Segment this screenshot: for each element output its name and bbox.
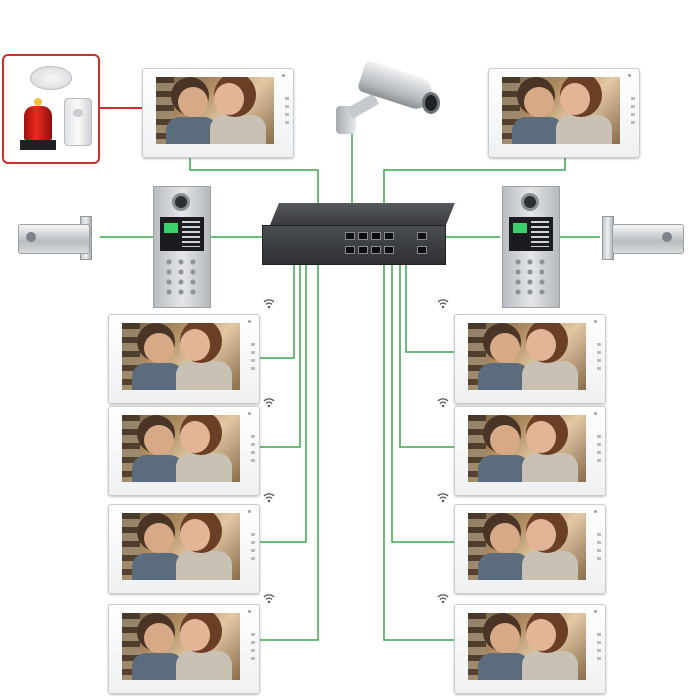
indoor-monitor-right-1 bbox=[454, 314, 606, 404]
wifi-icon bbox=[437, 594, 449, 604]
wire-left-3 bbox=[258, 263, 307, 543]
alarm-sensors-group bbox=[2, 54, 100, 164]
wire-left-4 bbox=[258, 263, 319, 641]
switch-port bbox=[358, 246, 368, 254]
switch-port bbox=[384, 246, 394, 254]
indoor-monitor-left-4 bbox=[108, 604, 260, 694]
wire-right-2 bbox=[399, 263, 454, 448]
door-camera-icon bbox=[521, 193, 539, 211]
electric-lock-left-icon bbox=[6, 214, 98, 260]
switch-port bbox=[384, 232, 394, 240]
monitor-screen-image bbox=[122, 513, 240, 580]
monitor-screen-image bbox=[502, 77, 620, 144]
switch-uplink-port bbox=[417, 232, 427, 240]
indoor-monitor-left-1 bbox=[108, 314, 260, 404]
monitor-screen-image bbox=[122, 613, 240, 680]
monitor-screen-image bbox=[468, 323, 586, 390]
master-monitor-right bbox=[488, 68, 640, 158]
siren-base bbox=[20, 140, 56, 150]
wifi-icon bbox=[263, 594, 275, 604]
indoor-monitor-right-2 bbox=[454, 406, 606, 496]
wifi-icon bbox=[437, 299, 449, 309]
indoor-monitor-right-3 bbox=[454, 504, 606, 594]
wifi-icon bbox=[437, 398, 449, 408]
monitor-screen-image bbox=[468, 513, 586, 580]
switch-uplink-port bbox=[417, 246, 427, 254]
wire-right-4 bbox=[383, 263, 454, 641]
door-camera-icon bbox=[172, 193, 190, 211]
monitor-screen-image bbox=[156, 77, 274, 144]
wire-left-1 bbox=[258, 263, 295, 359]
switch-port bbox=[358, 232, 368, 240]
wifi-icon bbox=[263, 398, 275, 408]
door-station-right bbox=[502, 186, 560, 308]
monitor-screen-image bbox=[468, 415, 586, 482]
master-monitor-left bbox=[142, 68, 294, 158]
wifi-icon bbox=[437, 493, 449, 503]
wire-left-2 bbox=[258, 263, 301, 448]
wifi-icon bbox=[263, 299, 275, 309]
electric-lock-right-icon bbox=[600, 214, 692, 260]
keypad bbox=[512, 257, 550, 295]
switch-port bbox=[371, 246, 381, 254]
poe-switch bbox=[262, 203, 455, 265]
siren-light-icon bbox=[24, 106, 52, 140]
indoor-monitor-left-3 bbox=[108, 504, 260, 594]
monitor-screen-image bbox=[122, 323, 240, 390]
siren-cap bbox=[34, 98, 42, 106]
wifi-icon bbox=[263, 493, 275, 503]
keypad bbox=[163, 257, 201, 295]
monitor-screen-image bbox=[468, 613, 586, 680]
switch-port bbox=[371, 232, 381, 240]
pir-sensor-icon bbox=[64, 98, 92, 146]
indoor-monitor-left-2 bbox=[108, 406, 260, 496]
smoke-detector-icon bbox=[30, 66, 72, 90]
wire-right-1 bbox=[405, 263, 454, 353]
wire-master-right bbox=[383, 158, 566, 205]
switch-port bbox=[345, 232, 355, 240]
wire-right-3 bbox=[391, 263, 454, 543]
door-station-left bbox=[153, 186, 211, 308]
ip-camera-icon bbox=[334, 59, 444, 142]
indoor-monitor-right-4 bbox=[454, 604, 606, 694]
wire-master-left bbox=[189, 158, 319, 205]
switch-port bbox=[345, 246, 355, 254]
monitor-screen-image bbox=[122, 415, 240, 482]
